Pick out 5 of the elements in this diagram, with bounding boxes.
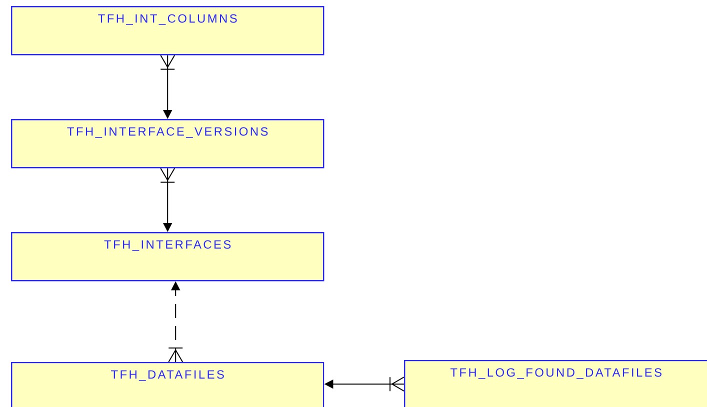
table-box: TFH_LOG_FOUND_DATAFILES xyxy=(404,360,707,407)
table-box: TFH_INTERFACE_VERSIONS xyxy=(11,119,324,168)
table-box: TFH_INT_COLUMNS xyxy=(11,6,324,56)
table-box: TFH_INTERFACES xyxy=(11,232,324,282)
table-box: TFH_DATAFILES xyxy=(11,362,324,407)
